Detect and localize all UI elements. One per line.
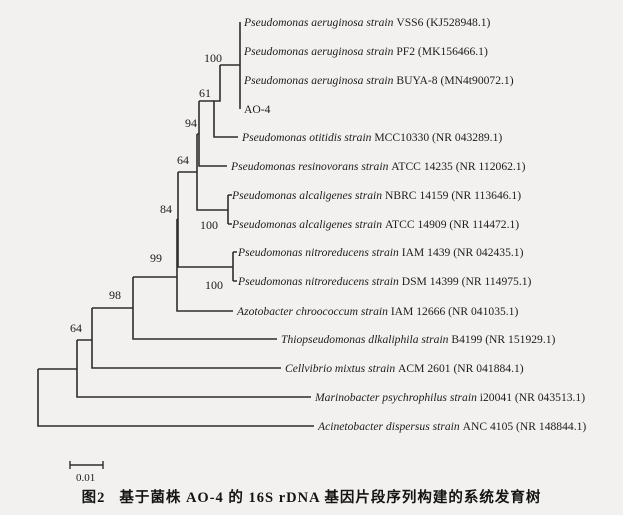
taxon-name-regular: PF2 (MK156466.1) xyxy=(396,45,488,58)
taxon-name-italic: Pseudomonas aeruginosa strain xyxy=(243,45,396,58)
taxon-label: Pseudomonas nitroreducens strain IAM 143… xyxy=(237,246,524,259)
taxon-name-regular: i20041 (NR 043513.1) xyxy=(480,391,585,404)
bootstrap-value: 94 xyxy=(185,116,197,130)
taxon-name-regular: B4199 (NR 151929.1) xyxy=(451,333,555,346)
bootstrap-value: 100 xyxy=(200,218,218,232)
taxon-name-regular: BUYA-8 (MN4t90072.1) xyxy=(396,74,513,87)
branch-aeruginosa-clade xyxy=(220,22,241,109)
branch-node61-otitidis xyxy=(213,65,238,138)
taxon-name-italic: Azotobacter chroococcum strain xyxy=(236,305,391,318)
taxon-label: Acinetobacter dispersus strain ANC 4105 … xyxy=(317,420,586,433)
taxon-label: Marinobacter psychrophilus strain i20041… xyxy=(314,391,585,404)
taxon-label: Pseudomonas aeruginosa strain PF2 (MK156… xyxy=(243,45,488,58)
taxon-label: Pseudomonas alcaligenes strain ATCC 1490… xyxy=(231,218,519,231)
taxon-name-italic: Thiopseudomonas dlkaliphila strain xyxy=(281,333,451,346)
branch-node64-alcaligenes-clade xyxy=(196,134,232,225)
taxon-name-italic: Pseudomonas nitroreducens strain xyxy=(237,246,402,259)
taxon-name-regular: ATCC 14235 (NR 112062.1) xyxy=(391,160,525,173)
taxon-name-italic: Pseudomonas alcaligenes strain xyxy=(231,218,385,231)
taxon-name-regular: MCC10330 (NR 043289.1) xyxy=(374,131,502,144)
figure-caption-text: 基于菌株 AO-4 的 16S rDNA 基因片段序列构建的系统发育树 xyxy=(119,490,542,506)
taxon-name-regular: ACM 2601 (NR 041884.1) xyxy=(398,362,524,375)
scale-bar-label: 0.01 xyxy=(76,472,95,482)
taxon-label: Pseudomonas otitidis strain MCC10330 (NR… xyxy=(241,131,502,144)
bootstrap-value: 64 xyxy=(177,153,189,167)
taxon-label: Azotobacter chroococcum strain IAM 12666… xyxy=(236,305,518,318)
figure-number: 图2 xyxy=(81,490,106,506)
taxon-name-regular: ANC 4105 (NR 148844.1) xyxy=(463,420,587,433)
taxon-name-regular: VSS6 (KJ528948.1) xyxy=(396,16,490,29)
scale-bar-line xyxy=(69,461,104,469)
bootstrap-value: 100 xyxy=(205,278,223,292)
taxon-label: Cellvibrio mixtus strain ACM 2601 (NR 04… xyxy=(285,362,524,375)
taxon-name-italic: Pseudomonas alcaligenes strain xyxy=(231,189,385,202)
taxon-name-italic: Pseudomonas resinovorans strain xyxy=(230,160,391,173)
taxon-name-italic: Cellvibrio mixtus strain xyxy=(285,362,398,375)
taxon-name-regular: DSM 14399 (NR 114975.1) xyxy=(402,275,532,288)
branch-node99-azotobacter xyxy=(176,218,233,312)
branch-node64b-cellvibrio xyxy=(91,307,281,369)
taxon-name-regular: ATCC 14909 (NR 114472.1) xyxy=(385,218,519,231)
bootstrap-value: 64 xyxy=(70,321,82,335)
taxon-name-italic: Marinobacter psychrophilus strain xyxy=(314,391,480,404)
taxon-name-italic: Pseudomonas aeruginosa strain xyxy=(243,16,396,29)
taxon-name-regular: IAM 1439 (NR 042435.1) xyxy=(402,246,524,259)
taxon-name-italic: Acinetobacter dispersus strain xyxy=(317,420,463,433)
branch-root-acinetobacter xyxy=(37,368,314,427)
bootstrap-value: 100 xyxy=(204,51,222,65)
phylogenetic-tree-svg: 100 61 94 64 84 100 99 100 98 64 Pseudom… xyxy=(37,16,586,482)
taxon-label-query-strain: AO-4 xyxy=(244,103,271,116)
taxon-label: Pseudomonas aeruginosa strain BUYA-8 (MN… xyxy=(243,74,514,87)
branch-node84-nitroreducens-clade xyxy=(177,171,237,282)
taxon-label: Pseudomonas alcaligenes strain NBRC 1415… xyxy=(231,189,521,202)
bootstrap-value: 84 xyxy=(160,202,172,216)
bootstrap-value: 61 xyxy=(199,86,211,100)
taxon-name-regular: AO-4 xyxy=(244,103,271,116)
bootstrap-value: 99 xyxy=(150,251,162,265)
branch-node98-thiopseudomonas xyxy=(132,276,277,340)
scale-bar: 0.01 xyxy=(69,461,104,482)
bootstrap-value: 98 xyxy=(109,288,121,302)
taxon-name-italic: Pseudomonas otitidis strain xyxy=(241,131,374,144)
branch-node94-resinovorans xyxy=(197,100,227,167)
taxon-label: Pseudomonas resinovorans strain ATCC 142… xyxy=(230,160,526,173)
branch-marinobacter-node xyxy=(76,339,311,398)
figure-caption: 图2 基于菌株 AO-4 的 16S rDNA 基因片段序列构建的系统发育树 xyxy=(0,486,623,507)
taxon-name-italic: Pseudomonas aeruginosa strain xyxy=(243,74,396,87)
taxon-name-italic: Pseudomonas nitroreducens strain xyxy=(237,275,402,288)
taxon-label: Thiopseudomonas dlkaliphila strain B4199… xyxy=(281,333,556,346)
taxon-label: Pseudomonas aeruginosa strain VSS6 (KJ52… xyxy=(243,16,491,29)
taxon-name-regular: NBRC 14159 (NR 113646.1) xyxy=(385,189,521,202)
taxon-name-regular: IAM 12666 (NR 041035.1) xyxy=(391,305,519,318)
taxon-label: Pseudomonas nitroreducens strain DSM 143… xyxy=(237,275,532,288)
